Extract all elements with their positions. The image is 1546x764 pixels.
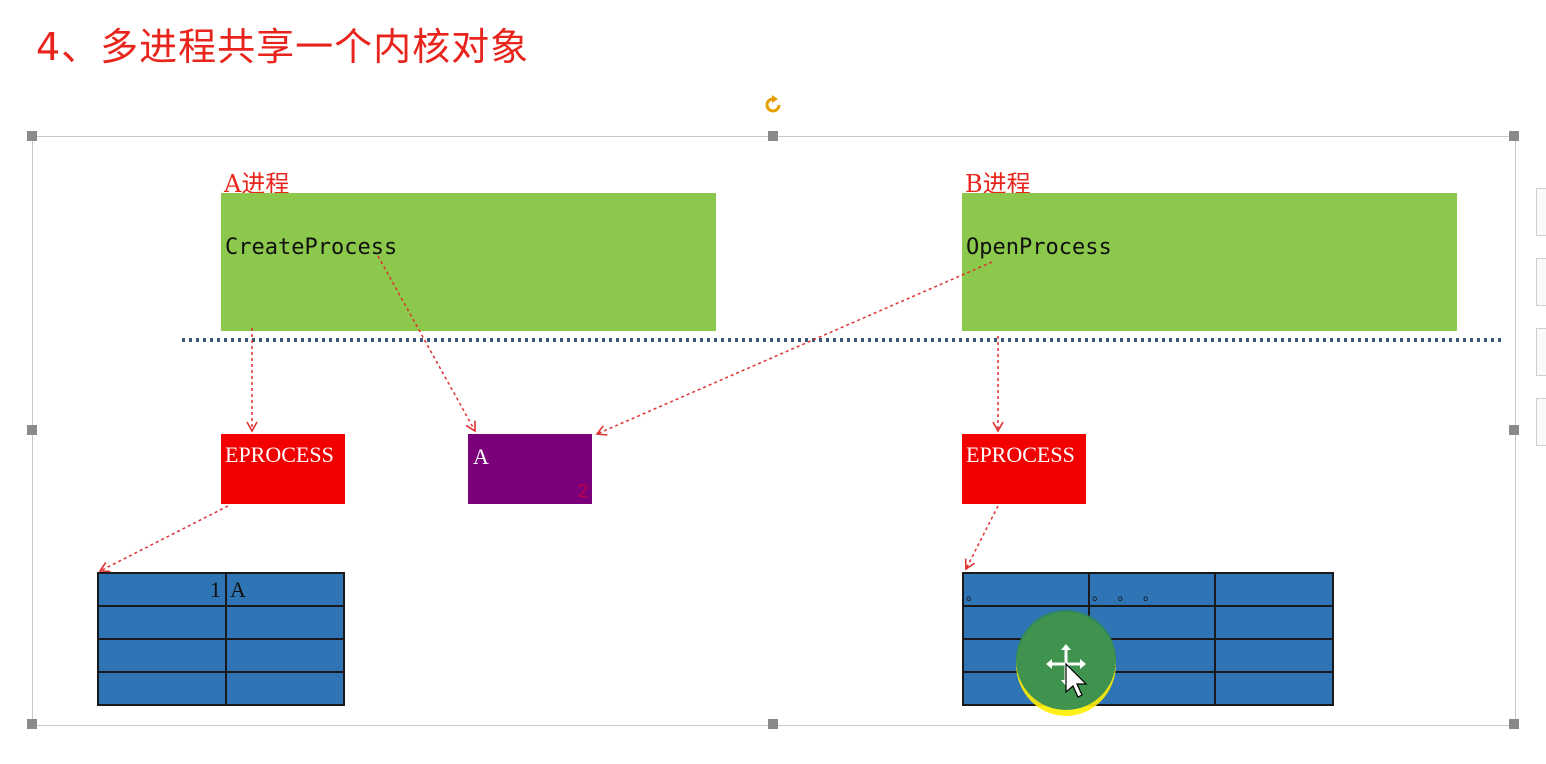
table-cell [225, 638, 345, 673]
resize-handle-top-center[interactable] [768, 131, 778, 141]
rotate-handle-icon[interactable] [762, 94, 784, 116]
table-cell [1214, 638, 1334, 673]
open-process-text: OpenProcess [966, 235, 1112, 260]
table-cell [97, 638, 227, 673]
table-row [97, 605, 345, 640]
resize-handle-bottom-center[interactable] [768, 719, 778, 729]
table-row: 1 A [97, 572, 345, 607]
create-process-text: CreateProcess [225, 235, 398, 260]
table-row [97, 671, 345, 706]
resize-handle-bottom-right[interactable] [1509, 719, 1519, 729]
table-row [97, 638, 345, 673]
table-cell [1214, 671, 1334, 706]
eprocess-a-label: EPROCESS [225, 442, 334, 467]
kernel-object-box: A 2 [468, 434, 592, 504]
side-panel-button-3[interactable] [1536, 328, 1546, 376]
process-a-box: CreateProcess [221, 193, 716, 331]
process-a-handle-table: 1 A [97, 572, 345, 706]
table-cell [1214, 572, 1334, 607]
resize-handle-top-left[interactable] [27, 131, 37, 141]
arrow-create-to-object [377, 255, 476, 433]
arrow-open-to-object [595, 261, 993, 436]
table-cell [225, 605, 345, 640]
table-cell [97, 671, 227, 706]
move-cursor-icon [1016, 610, 1116, 716]
kernel-object-ref-count: 2 [577, 481, 588, 501]
eprocess-b-label: EPROCESS [966, 442, 1075, 467]
slide-title: 4、多进程共享一个内核对象 [36, 25, 530, 69]
resize-handle-middle-right[interactable] [1509, 425, 1519, 435]
resize-handle-middle-left[interactable] [27, 425, 37, 435]
arrow-eprocess-b-to-table [964, 505, 999, 571]
table-cell [1214, 605, 1334, 640]
process-b-box: OpenProcess [962, 193, 1457, 331]
table-cell [225, 671, 345, 706]
table-cell [97, 605, 227, 640]
process-a-eprocess: EPROCESS [221, 434, 345, 504]
arrow-eprocess-a-to-table [98, 505, 229, 573]
side-panel-button-1[interactable] [1536, 188, 1546, 236]
side-panel-button-2[interactable] [1536, 258, 1546, 306]
table-row: 。 。 。 。 [962, 572, 1334, 607]
table-cell: 。 [962, 572, 1090, 607]
table-cell [1088, 605, 1216, 640]
table-cell: A [225, 572, 345, 607]
resize-handle-bottom-left[interactable] [27, 719, 37, 729]
kernel-object-name: A [473, 444, 489, 469]
side-panel-button-4[interactable] [1536, 398, 1546, 446]
resize-handle-top-right[interactable] [1509, 131, 1519, 141]
table-cell: 。 。 。 [1088, 572, 1216, 607]
table-cell: 1 [97, 572, 227, 607]
process-b-eprocess: EPROCESS [962, 434, 1086, 504]
